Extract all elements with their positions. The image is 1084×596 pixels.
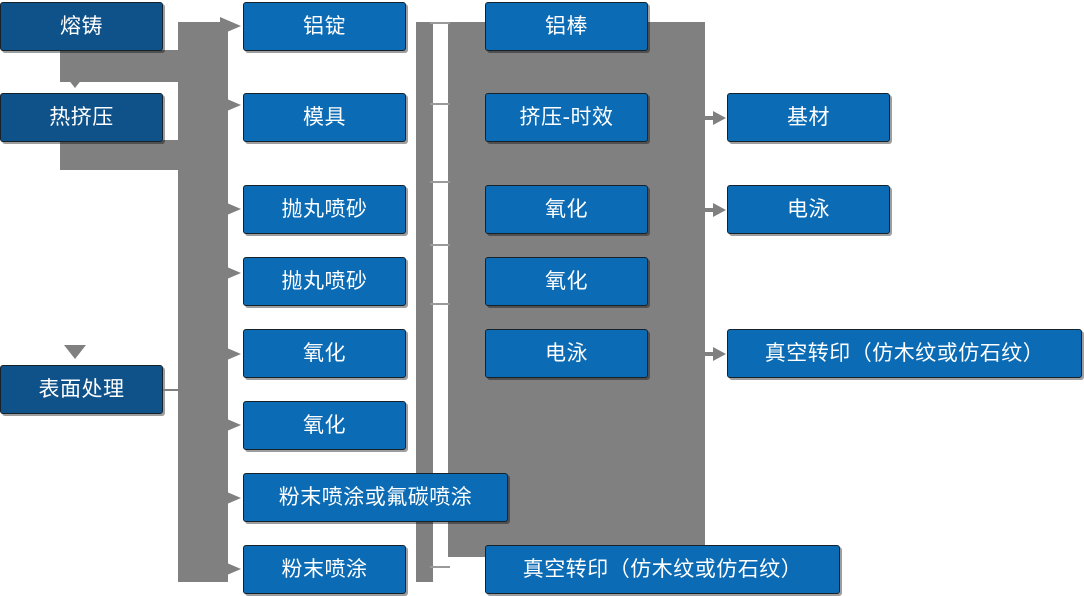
arrow-to-electrophoresis-2	[703, 201, 727, 219]
arrow-spine-to-oxidation-2	[220, 416, 242, 434]
node-label: 氧化	[303, 412, 346, 437]
node-melt-casting[interactable]: 熔铸	[0, 2, 163, 51]
node-aluminum-ingot[interactable]: 铝锭	[243, 2, 406, 51]
node-mould[interactable]: 模具	[243, 93, 406, 142]
node-label: 模具	[303, 104, 346, 129]
node-label: 铝棒	[545, 13, 588, 38]
arrow-spine-to-oxidation-1	[220, 345, 242, 363]
node-label: 基材	[787, 104, 830, 129]
node-label: 氧化	[303, 340, 346, 365]
arrow-spine-to-shot-blasting-1	[220, 200, 242, 218]
bridge-line-electrophoresis-1	[430, 303, 450, 305]
bridge-line-oxidation-3	[430, 181, 450, 183]
node-powder-or-fluorocarbon[interactable]: 粉末喷涂或氟碳喷涂	[243, 473, 508, 522]
arrow-spine-to-shot-blasting-2	[220, 264, 242, 282]
connector-surface-to-spine	[163, 389, 213, 391]
node-oxidation-2[interactable]: 氧化	[243, 401, 406, 450]
node-label: 挤压-时效	[519, 104, 614, 129]
arrow-spine-to-aluminum-ingot	[220, 17, 242, 35]
arrow-to-vacuum-transfer-2	[703, 345, 727, 363]
node-label: 真空转印（仿木纹或仿石纹）	[764, 340, 1045, 365]
bridge-line-extrusion-aging	[430, 103, 450, 105]
node-extrusion-aging[interactable]: 挤压-时效	[485, 93, 648, 142]
arrowhead-spine-to-surface	[64, 345, 86, 361]
arrow-spine-to-mould	[220, 96, 242, 114]
node-electrophoresis-2[interactable]: 电泳	[727, 185, 890, 234]
node-label: 抛丸喷砂	[281, 196, 368, 221]
arrow-spine-to-powder-or-fluorocarbon	[220, 489, 242, 507]
node-label: 电泳	[787, 196, 830, 221]
node-label: 电泳	[545, 340, 588, 365]
node-base-material[interactable]: 基材	[727, 93, 890, 142]
bridge-line-vacuum-transfer-1	[430, 566, 450, 568]
node-aluminum-bar[interactable]: 铝棒	[485, 2, 648, 51]
node-label: 氧化	[545, 196, 588, 221]
node-shot-blasting-1[interactable]: 抛丸喷砂	[243, 185, 406, 234]
node-oxidation-4[interactable]: 氧化	[485, 257, 648, 306]
node-vacuum-transfer-2[interactable]: 真空转印（仿木纹或仿石纹）	[727, 329, 1082, 378]
connector-surface-spine-notch	[178, 358, 228, 392]
node-vacuum-transfer-1[interactable]: 真空转印（仿木纹或仿石纹）	[485, 545, 840, 594]
node-surface-treatment[interactable]: 表面处理	[0, 365, 163, 414]
node-label: 表面处理	[38, 376, 125, 401]
node-label: 铝锭	[303, 13, 346, 38]
node-powder-coating[interactable]: 粉末喷涂	[243, 545, 406, 594]
node-electrophoresis-1[interactable]: 电泳	[485, 329, 648, 378]
bridge-line-oxidation-4	[430, 244, 450, 246]
node-label: 粉末喷涂或氟碳喷涂	[278, 484, 473, 509]
node-label: 熔铸	[60, 13, 103, 38]
node-oxidation-3[interactable]: 氧化	[485, 185, 648, 234]
node-label: 粉末喷涂	[281, 556, 368, 581]
arrow-spine-to-powder-coating	[220, 560, 242, 578]
node-hot-extrusion[interactable]: 热挤压	[0, 93, 163, 142]
node-label: 抛丸喷砂	[281, 268, 368, 293]
node-label: 热挤压	[49, 104, 114, 129]
arrow-to-base-material	[703, 109, 727, 127]
node-oxidation-1[interactable]: 氧化	[243, 329, 406, 378]
connector-extrusion-to-spine	[60, 140, 180, 170]
node-shot-blasting-2[interactable]: 抛丸喷砂	[243, 257, 406, 306]
connector-left-spine	[178, 22, 228, 582]
bridge-line-aluminum-bar	[430, 22, 450, 24]
node-label: 氧化	[545, 268, 588, 293]
arrowhead-melt-to-extrusion	[64, 74, 86, 90]
node-label: 真空转印（仿木纹或仿石纹）	[522, 556, 803, 581]
connector-middle-thin-bar	[416, 22, 433, 582]
